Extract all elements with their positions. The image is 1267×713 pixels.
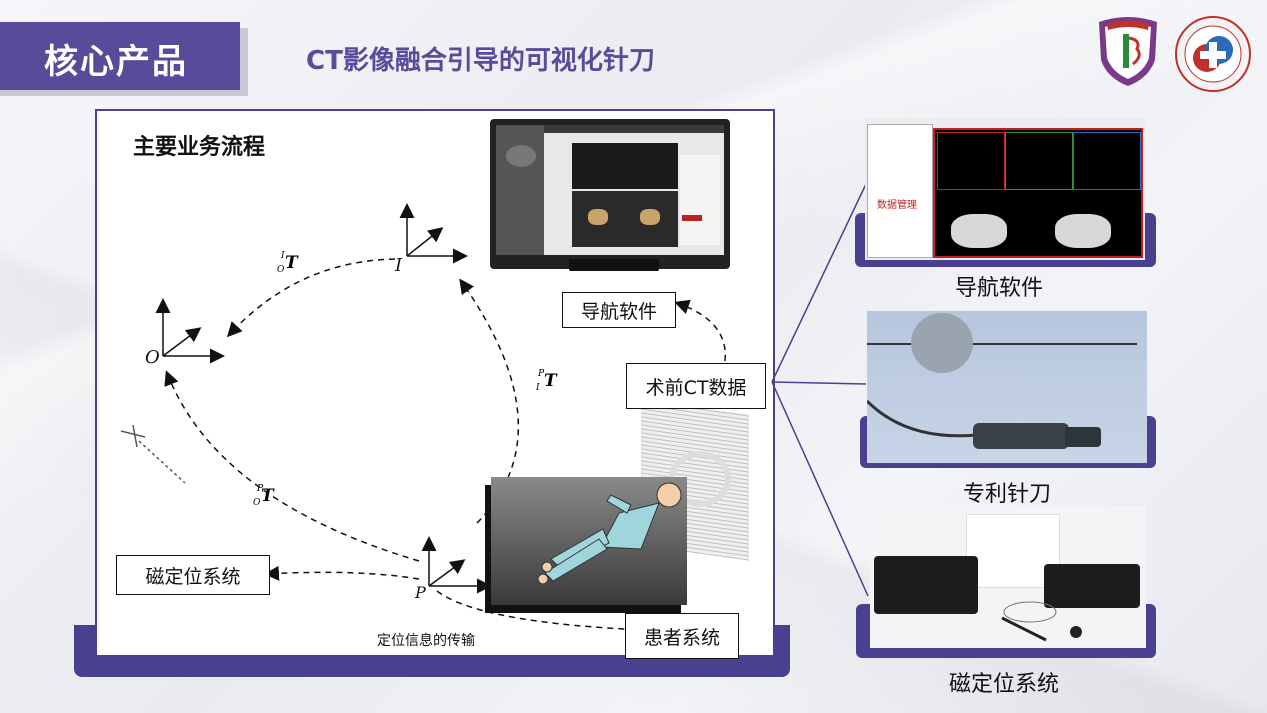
frame-p-label: P (415, 583, 426, 602)
magnetic-system-box: 磁定位系统 (116, 555, 270, 595)
nav-software-screenshot: 数据管理 (865, 118, 1145, 260)
caption-nav-software: 导航软件 (955, 276, 1044, 301)
patient-system-box: 患者系统 (625, 613, 739, 659)
arc-p-to-patient (436, 590, 626, 630)
transmission-label: 定位信息的传输 (377, 633, 475, 649)
university-hospital-logo (1175, 16, 1251, 92)
caption-patent-needle: 专利针刀 (963, 482, 1052, 507)
frame-i-label: I (395, 255, 403, 276)
hospital-shield-logo (1099, 17, 1157, 86)
arc-p-to-magnetic (264, 565, 420, 581)
magnetic-system-photo (870, 506, 1146, 648)
header-tab: 核心产品 (0, 22, 240, 90)
frame-p-axes (421, 536, 492, 594)
patient-image (491, 477, 687, 605)
data-mgmt-label: 数据管理 (877, 200, 917, 211)
coordinate-diagram (120, 203, 726, 630)
nav-software-box: 导航软件 (562, 292, 676, 328)
panel-title: 主要业务流程 (133, 135, 266, 160)
section-tab-label: 核心产品 (44, 42, 188, 82)
caption-magnetic-system: 磁定位系统 (949, 672, 1060, 697)
arc-p-to-i (459, 278, 520, 524)
arc-p-to-o (164, 370, 420, 562)
frame-o-axes (155, 298, 225, 364)
arc-ct-to-nav (674, 299, 726, 362)
patient-figure (537, 482, 682, 585)
monitor-screen (496, 125, 724, 255)
arc-i-to-o (226, 258, 396, 338)
monitor-stand (569, 259, 659, 271)
frame-i-axes (399, 203, 468, 264)
frame-o-label: O (145, 347, 160, 368)
page-subtitle: CT影像融合引导的可视化针刀 (306, 46, 655, 76)
patent-needle-photo (867, 311, 1147, 463)
workflow-panel: 主要业务流程 (95, 109, 775, 659)
preop-ct-box: 术前CT数据 (626, 363, 766, 409)
needle-sketch (120, 424, 186, 484)
monitor-image (490, 119, 730, 269)
